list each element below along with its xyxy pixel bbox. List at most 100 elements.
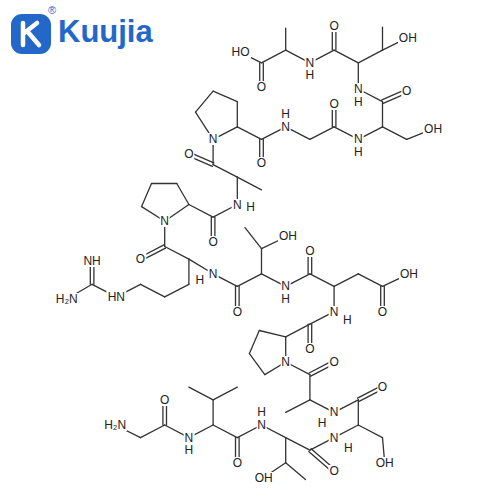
atom-label: HN xyxy=(107,291,126,303)
bond-line xyxy=(285,28,286,50)
bond-line xyxy=(165,284,189,297)
bond-line xyxy=(237,127,261,140)
bond-line xyxy=(213,387,237,400)
bond-line xyxy=(383,127,407,140)
bond-line xyxy=(189,205,213,218)
atom-label: H xyxy=(305,69,316,81)
atom-label: O xyxy=(328,465,339,477)
atom-label: O xyxy=(232,306,243,318)
bond-line xyxy=(286,463,306,480)
bond-line xyxy=(141,284,165,297)
atom-label: N xyxy=(184,432,195,444)
bond-line xyxy=(196,91,214,112)
bond-line xyxy=(358,274,382,287)
bond-line xyxy=(189,387,213,400)
bond-line xyxy=(249,354,264,375)
atom-label: H xyxy=(280,108,291,120)
atom-label: HO xyxy=(231,46,251,58)
atom-label: O xyxy=(328,356,339,368)
bond-line xyxy=(358,425,382,438)
atom-label: O xyxy=(304,245,315,257)
bond-line xyxy=(259,331,285,337)
atom-label: O xyxy=(135,253,146,265)
atom-label: N xyxy=(329,306,340,318)
atom-label: N xyxy=(232,199,243,211)
bond-line xyxy=(188,259,189,284)
atom-label: H xyxy=(256,406,267,418)
bond-line xyxy=(213,91,237,102)
atom-label: H xyxy=(353,146,364,158)
trademark-mark: ® xyxy=(48,4,56,16)
atom-label: N xyxy=(329,432,340,444)
atom-label: O xyxy=(183,148,194,160)
bond-line xyxy=(286,400,310,413)
bond-line xyxy=(245,228,262,249)
atom-label: OH xyxy=(423,123,443,135)
bond-line xyxy=(358,50,382,63)
bond-line xyxy=(309,375,310,400)
bond-line xyxy=(213,425,237,438)
bond-line xyxy=(177,184,189,205)
bond-line xyxy=(262,50,286,63)
bond-line xyxy=(310,274,334,287)
atom-label: O xyxy=(401,85,412,97)
bond-line xyxy=(382,102,383,127)
atom-label: N xyxy=(305,57,316,69)
atom-label: NH xyxy=(82,255,101,267)
atom-label: H xyxy=(245,201,256,213)
atom-label: H xyxy=(184,444,195,456)
bond-line xyxy=(249,331,259,354)
bond-line xyxy=(310,127,334,140)
bond-line xyxy=(237,274,261,287)
atom-label: H xyxy=(343,442,354,454)
atom-label: H xyxy=(353,96,364,108)
bond-line xyxy=(358,400,359,425)
bond-line xyxy=(142,184,152,207)
atom-label: OH xyxy=(399,268,419,280)
atom-label: N xyxy=(208,133,219,145)
atom-label: O xyxy=(328,20,339,32)
atom-label: N xyxy=(329,406,340,418)
bond-line xyxy=(334,274,358,287)
bond-line xyxy=(261,249,262,274)
atom-label: H xyxy=(280,293,291,305)
atom-label: H xyxy=(317,417,328,429)
bond-line xyxy=(141,425,165,438)
logo-text: Kuujia xyxy=(58,14,153,50)
bond-line xyxy=(152,183,177,184)
atom-label: OH xyxy=(375,457,395,469)
atom-label: O xyxy=(207,236,218,248)
atom-label: OH xyxy=(398,32,418,44)
atom-label: O xyxy=(328,98,339,110)
atom-label: N xyxy=(256,419,267,431)
atom-label: N xyxy=(280,121,291,133)
bond-line xyxy=(334,50,358,63)
atom-label: OH xyxy=(278,230,298,242)
atom-label: O xyxy=(304,343,315,355)
atom-label: O xyxy=(256,157,267,169)
bond-line xyxy=(237,177,261,190)
atom-label: H xyxy=(342,314,353,326)
bond-line xyxy=(212,400,213,425)
atom-label: N xyxy=(353,133,364,145)
logo-icon xyxy=(10,13,52,55)
bond-line xyxy=(286,438,310,451)
atom-label: O xyxy=(377,306,388,318)
bond-line xyxy=(213,165,237,178)
bond-line xyxy=(285,438,286,463)
atom-label: OH xyxy=(254,472,274,484)
atom-label: O xyxy=(232,457,243,469)
atom-label: N xyxy=(159,215,170,227)
atom-label: O xyxy=(377,381,388,393)
atom-label: H₂N xyxy=(55,293,79,305)
atom-label: N xyxy=(208,268,219,280)
atom-label: O xyxy=(159,394,170,406)
bond-line xyxy=(382,27,383,50)
atom-label: H xyxy=(195,274,206,286)
atom-label: O xyxy=(256,81,267,93)
atom-label: N xyxy=(280,280,291,292)
atom-label: N xyxy=(280,356,291,368)
bond-line xyxy=(286,324,310,337)
bond-line xyxy=(237,102,238,127)
